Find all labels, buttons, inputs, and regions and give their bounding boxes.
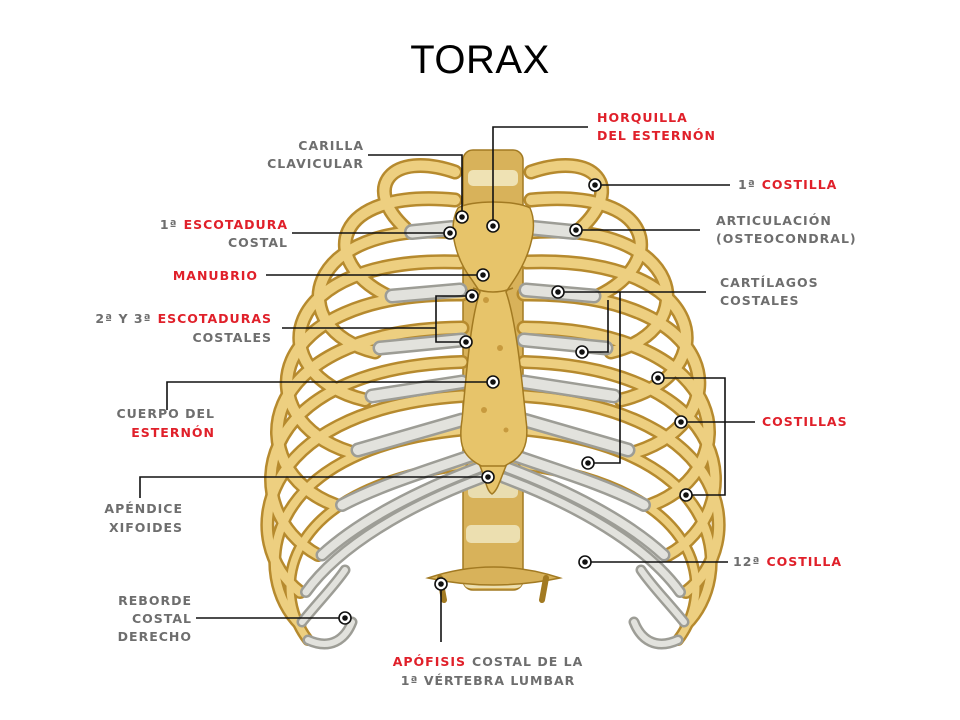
marker-costillas-1 [651, 371, 665, 385]
marker-cuerpo [486, 375, 500, 389]
label-carilla-line2: CLAVICULAR [267, 156, 364, 171]
label-costillas: COSTILLAS [762, 414, 848, 429]
label-cartilagos-line2: COSTALES [720, 293, 800, 308]
costal-cartilages-right [498, 220, 690, 650]
label-escotadura-1-line2: COSTAL [228, 235, 288, 250]
label-horquilla-line2: DEL ESTERNÓN [597, 128, 716, 143]
label-apendice-line1: APÉNDICE [104, 501, 183, 516]
marker-carilla [455, 210, 469, 224]
label-reborde-line3: DERECHO [118, 629, 192, 644]
label-apofisis-line2: 1ª VÉRTEBRA LUMBAR [401, 673, 576, 688]
label-apendice-line2: XIFOIDES [109, 520, 183, 535]
marker-costillas-3 [679, 488, 693, 502]
label-reborde-line2: COSTAL [132, 611, 192, 626]
label-escotaduras-23-line2: COSTALES [192, 330, 272, 345]
marker-horquilla [486, 219, 500, 233]
marker-escotaduras-3 [459, 335, 473, 349]
marker-dots [338, 178, 693, 625]
marker-cartilagos-3 [581, 456, 595, 470]
page-title: TORAX [410, 38, 550, 82]
marker-reborde [338, 611, 352, 625]
label-horquilla-line1: HORQUILLA [597, 110, 688, 125]
marker-cartilagos-2 [575, 345, 589, 359]
label-carilla-line1: CARILLA [298, 138, 364, 153]
label-cuerpo-line2: ESTERNÓN [131, 425, 215, 440]
label-cartilagos-line1: CARTÍLAGOS [720, 275, 819, 290]
marker-cartilagos-1 [551, 285, 565, 299]
marker-manubrio [476, 268, 490, 282]
leader-lines [139, 126, 755, 642]
label-articulacion-line1: ARTICULACIÓN [716, 213, 832, 228]
label-cuerpo-line1: CUERPO DEL [116, 406, 215, 421]
marker-articulacion [569, 223, 583, 237]
marker-costilla-1 [588, 178, 602, 192]
marker-costillas-2 [674, 415, 688, 429]
marker-apendice [481, 470, 495, 484]
marker-escotaduras-2 [465, 289, 479, 303]
labels: HORQUILLA DEL ESTERNÓN CARILLA CLAVICULA… [95, 110, 857, 688]
marker-escotadura-1 [443, 226, 457, 240]
label-manubrio: MANUBRIO [173, 268, 258, 283]
label-reborde-line1: REBORDE [118, 593, 192, 608]
marker-costilla-12 [578, 555, 592, 569]
marker-apofisis [434, 577, 448, 591]
label-articulacion-line2: (OSTEOCONDRAL) [716, 231, 857, 246]
